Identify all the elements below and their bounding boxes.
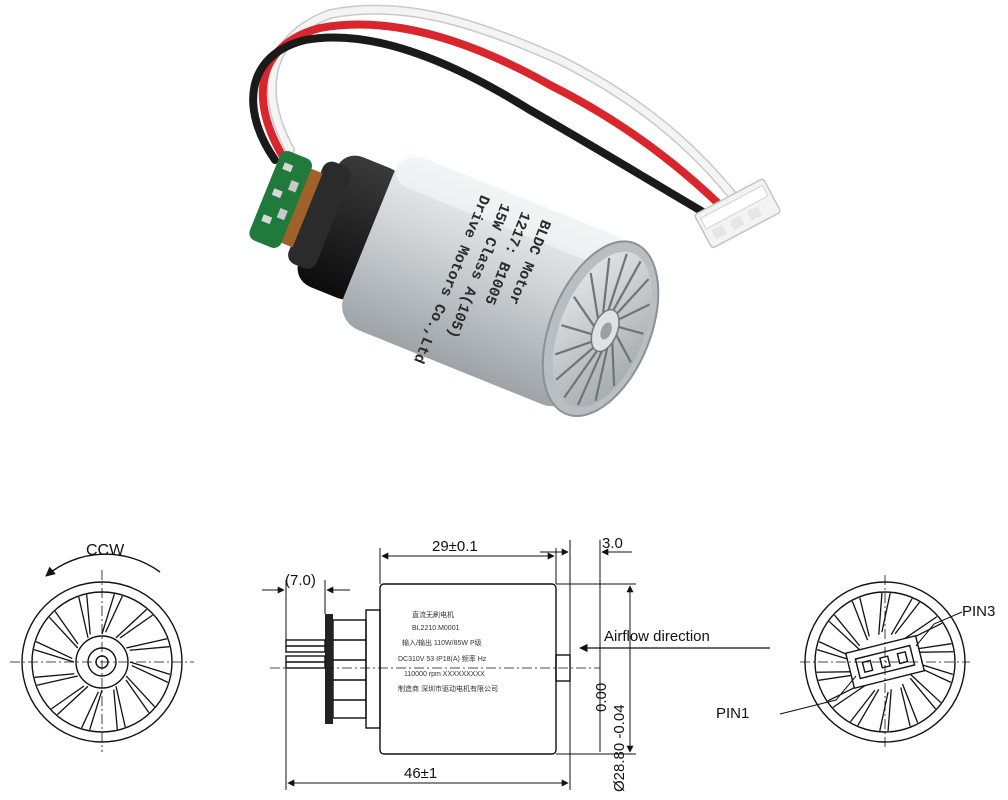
wire-black xyxy=(249,33,724,226)
fan-blade xyxy=(909,677,937,710)
fan-blade xyxy=(33,649,75,663)
dim-front-gap-label: 3.0 xyxy=(602,535,623,552)
dim-diameter xyxy=(556,583,636,755)
fan-blade xyxy=(902,616,938,641)
fan-blade xyxy=(616,278,650,315)
dim-rear-length-label: (7.0) xyxy=(285,572,316,589)
fan-blade xyxy=(851,600,869,641)
fan-blade xyxy=(129,661,171,675)
fan-blade xyxy=(832,683,868,708)
ccw-arrow xyxy=(45,553,161,577)
motor-photo: BLDC Motor 1217: B1005 15W Class A(105) … xyxy=(249,4,781,418)
dim-front-gap xyxy=(540,540,632,752)
fan-blade xyxy=(78,596,89,638)
fan-blade xyxy=(607,253,628,311)
fan-blade xyxy=(115,608,148,639)
fan-blade xyxy=(563,350,598,399)
fan-blade xyxy=(131,665,169,683)
fan-blade xyxy=(878,593,883,635)
fan-blade xyxy=(36,675,78,686)
fan-blade xyxy=(594,347,609,402)
fan-blade xyxy=(909,673,942,704)
fan-blade xyxy=(849,689,876,723)
fan-blade xyxy=(887,689,892,731)
fan-blade xyxy=(589,272,600,319)
fan-blade xyxy=(879,691,889,731)
dim-diameter-label: Ø28.80 -0.04 xyxy=(611,704,628,792)
pin3-leader xyxy=(915,611,963,647)
fan-blade xyxy=(572,295,595,327)
fan-blade xyxy=(833,614,861,647)
dim-total-length xyxy=(285,668,571,790)
fan-blade xyxy=(554,340,592,356)
fan-blade xyxy=(101,593,115,635)
fan-blade xyxy=(125,675,156,708)
fan-blade xyxy=(86,594,91,635)
nameplate-line-6: 制造商 深圳市驱动电机有限公司 xyxy=(398,684,498,693)
fan-blade xyxy=(612,260,642,311)
dim-body-length-label: 29±0.1 xyxy=(432,538,478,555)
fan-blade xyxy=(859,597,870,637)
fan-blade xyxy=(555,346,595,381)
side-view xyxy=(270,583,600,755)
fan-blade xyxy=(881,593,891,633)
fan-blade xyxy=(115,686,126,728)
fan-blade xyxy=(51,685,85,710)
pin1-label: PIN1 xyxy=(716,705,749,722)
wire-red xyxy=(258,20,734,219)
fan-blade xyxy=(89,689,103,731)
fan-blade xyxy=(81,691,99,729)
fan-blade xyxy=(615,334,632,363)
pcb-board xyxy=(249,151,312,248)
pin1-leader xyxy=(779,675,857,715)
wire-connector xyxy=(694,178,781,249)
fan-blade xyxy=(126,638,168,649)
fan-blade xyxy=(561,324,593,336)
fan-blade xyxy=(900,687,911,727)
fan-blade xyxy=(119,614,153,639)
fan-blade xyxy=(602,257,611,314)
fan-blade xyxy=(890,598,913,636)
fan-blade xyxy=(129,646,170,651)
fan-blade xyxy=(857,688,880,726)
airflow-label: Airflow direction xyxy=(604,628,710,645)
nameplate-line-2: BL2210.M0001 xyxy=(412,625,460,632)
fan-blade xyxy=(125,679,150,713)
nameplate-line-5: 110000 rpm XXXXXXXXX xyxy=(404,671,485,678)
wire-harness xyxy=(249,4,745,226)
fan-blade xyxy=(56,685,89,716)
fan-blade xyxy=(35,641,73,659)
end-view-rear xyxy=(779,575,970,750)
fan-blade xyxy=(618,303,651,321)
end-view-front xyxy=(10,553,194,752)
nameplate-line-3: 输入/输出 110W/85W P级 xyxy=(402,638,482,647)
fan-blade xyxy=(54,611,79,645)
fan-blade xyxy=(894,601,921,635)
motor-body: BLDC Motor 1217: B1005 15W Class A(105) … xyxy=(249,151,660,418)
nameplate: 直流无刷电机 BL2210.M0001 输入/输出 110W/85W P级 DC… xyxy=(398,610,498,693)
dim-total-length-label: 46±1 xyxy=(404,765,437,782)
fan-blade xyxy=(611,342,616,386)
dim-diameter-upper: 0.00 xyxy=(593,683,610,712)
fan-blade xyxy=(576,350,603,406)
pin3-label: PIN3 xyxy=(962,603,995,620)
fan-blade xyxy=(105,595,123,633)
nameplate-line-4: DC310V 53 IP18(A) 频率 Hz xyxy=(398,654,487,663)
fan-face xyxy=(541,240,660,418)
fan-blade xyxy=(113,689,118,730)
dim-body-length xyxy=(379,548,557,584)
technical-drawing: CCW 直流无刷电机 BL2210.M0001 xyxy=(10,535,995,792)
fan-blade xyxy=(34,673,75,678)
fan-blade xyxy=(618,325,644,335)
dim-rear-length xyxy=(262,580,350,640)
fan-blade xyxy=(828,620,861,651)
fan-blade xyxy=(901,683,919,724)
ccw-label: CCW xyxy=(86,542,125,559)
nameplate-line-1: 直流无刷电机 xyxy=(412,610,454,619)
fan-blade xyxy=(48,616,79,649)
